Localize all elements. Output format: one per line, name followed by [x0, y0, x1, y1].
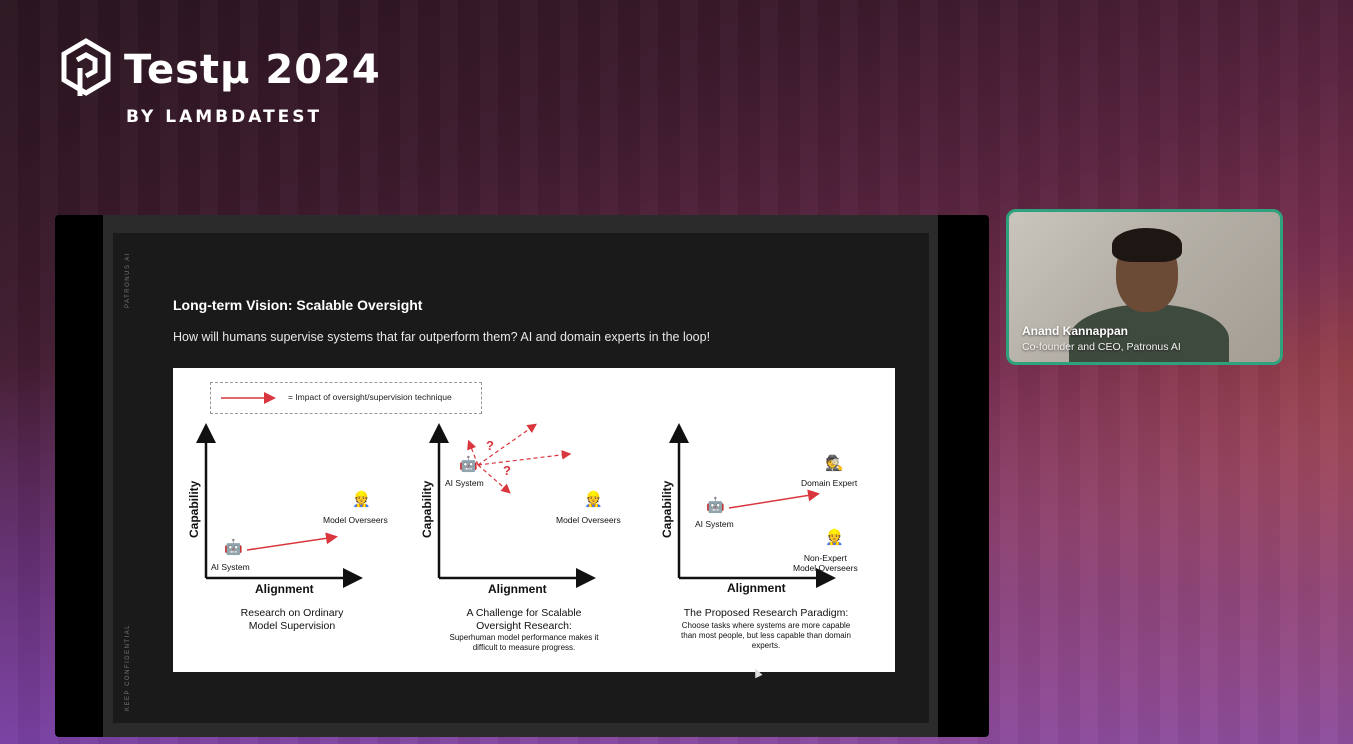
panel3-nonexpert-label: Non-Expert Model Overseers: [793, 553, 858, 573]
worker-icon: 👷: [352, 491, 371, 508]
figure-graphics: [196, 392, 836, 588]
panel1-ai-label: AI System: [211, 562, 250, 572]
panel3-expert-label: Domain Expert: [801, 478, 858, 488]
brand-logo: Testμ 2024: [58, 38, 381, 100]
panel2-ai-label: AI System: [445, 478, 484, 488]
brand-title: Testμ 2024: [124, 47, 381, 93]
speaker-role: Co-founder and CEO, Patronus AI: [1022, 341, 1181, 353]
speaker-video-tile[interactable]: Anand Kannappan Co-founder and CEO, Patr…: [1006, 209, 1283, 365]
slide-side-label-top: PATRONUS AI: [125, 252, 131, 308]
speaker-body: [1069, 304, 1229, 362]
panel3-xlabel: Alignment: [727, 581, 786, 595]
detective-icon: 🕵️: [825, 455, 844, 472]
brand-subtitle: BY LAMBDATEST: [126, 107, 323, 127]
panel1-overseer-label: Model Overseers: [323, 515, 388, 525]
panel2-overseer-label: Model Overseers: [556, 515, 621, 525]
worker-icon: 👷: [584, 491, 603, 508]
panel2-xlabel: Alignment: [488, 582, 547, 596]
panel3-ai-label: AI System: [695, 519, 734, 529]
panel3-caption: The Proposed Research Paradigm:: [683, 607, 849, 619]
legend-text: = Impact of oversight/supervision techni…: [288, 392, 452, 402]
panel3-ylabel: Capability: [660, 480, 674, 538]
speaker-hair: [1112, 228, 1182, 262]
panel2-question-1: ?: [486, 438, 494, 453]
slide-side-label-bottom: KEEP CONFIDENTIAL: [125, 623, 131, 711]
panel2-caption: A Challenge for Scalable Oversight Resea…: [466, 607, 582, 632]
panel2-arrow-1: [477, 423, 537, 466]
panel2-question-2: ?: [503, 463, 511, 478]
presentation-slide: PATRONUS AI KEEP CONFIDENTIAL Long-term …: [113, 233, 929, 723]
panel1-ylabel: Capability: [187, 480, 201, 538]
oversight-figure: = Impact of oversight/supervision techni…: [173, 368, 895, 672]
shared-screen: PATRONUS AI KEEP CONFIDENTIAL Long-term …: [55, 215, 989, 737]
worker-icon: 👷: [825, 529, 844, 546]
speaker-name: Anand Kannappan: [1022, 324, 1129, 338]
robot-icon: 🤖: [224, 539, 243, 556]
slide-title: Long-term Vision: Scalable Oversight: [173, 297, 423, 313]
robot-icon: 🤖: [706, 497, 725, 514]
testmu-logo-icon: [61, 38, 111, 96]
panel3-caption-sub: Choose tasks where systems are more capa…: [681, 621, 851, 650]
slide-frame: PATRONUS AI KEEP CONFIDENTIAL Long-term …: [103, 215, 938, 737]
panel1-impact-arrow: [246, 532, 338, 551]
legend-box: [210, 382, 482, 414]
panel2-arrow-2: [477, 450, 572, 466]
panel2-ylabel: Capability: [420, 480, 434, 538]
panel1-xlabel: Alignment: [255, 582, 314, 596]
panel1-caption: Research on Ordinary Model Supervision: [240, 607, 344, 632]
robot-icon: 🤖: [459, 456, 478, 473]
panel3-impact-arrow: [728, 489, 820, 509]
slide-subtitle: How will humans supervise systems that f…: [173, 330, 711, 344]
panel2-caption-sub: Superhuman model performance makes it di…: [449, 633, 599, 652]
